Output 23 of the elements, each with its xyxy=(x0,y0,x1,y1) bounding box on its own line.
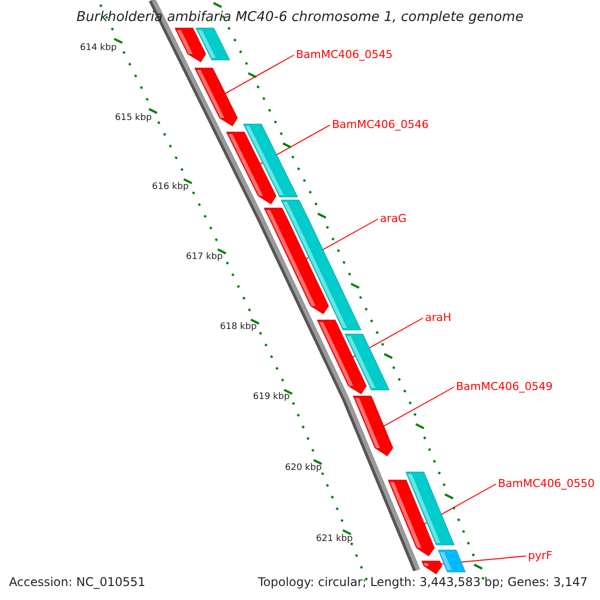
gene-feature xyxy=(352,396,394,456)
gene-feature xyxy=(422,560,442,574)
leader-line xyxy=(224,54,294,94)
gene-label: pyrF xyxy=(528,549,552,562)
gene-feature xyxy=(264,208,329,314)
gene-feature xyxy=(388,480,435,556)
gene-label: araH xyxy=(425,311,452,324)
gene-feature xyxy=(194,68,238,126)
scale-label: 616 kbp xyxy=(152,182,189,192)
gene-feature xyxy=(316,320,367,394)
scale-label: 617 kbp xyxy=(186,252,223,262)
gene-feature xyxy=(226,132,276,204)
accession-text: Accession: NC_010551 xyxy=(9,575,146,589)
gene-feature xyxy=(174,28,206,62)
scale-label: 615 kbp xyxy=(115,113,152,123)
leader-line xyxy=(382,386,454,427)
gene-label: BamMC406_0546 xyxy=(332,118,429,131)
gene-label: araG xyxy=(380,212,407,225)
scale-label: 614 kbp xyxy=(80,43,117,53)
gene-label: BamMC406_0549 xyxy=(456,380,553,393)
gene-label: BamMC406_0550 xyxy=(498,477,595,490)
gene-label: BamMC406_0545 xyxy=(296,48,393,61)
genome-info-text: Topology: circular; Length: 3,443,583 bp; Genes: 3,147 xyxy=(258,575,588,589)
